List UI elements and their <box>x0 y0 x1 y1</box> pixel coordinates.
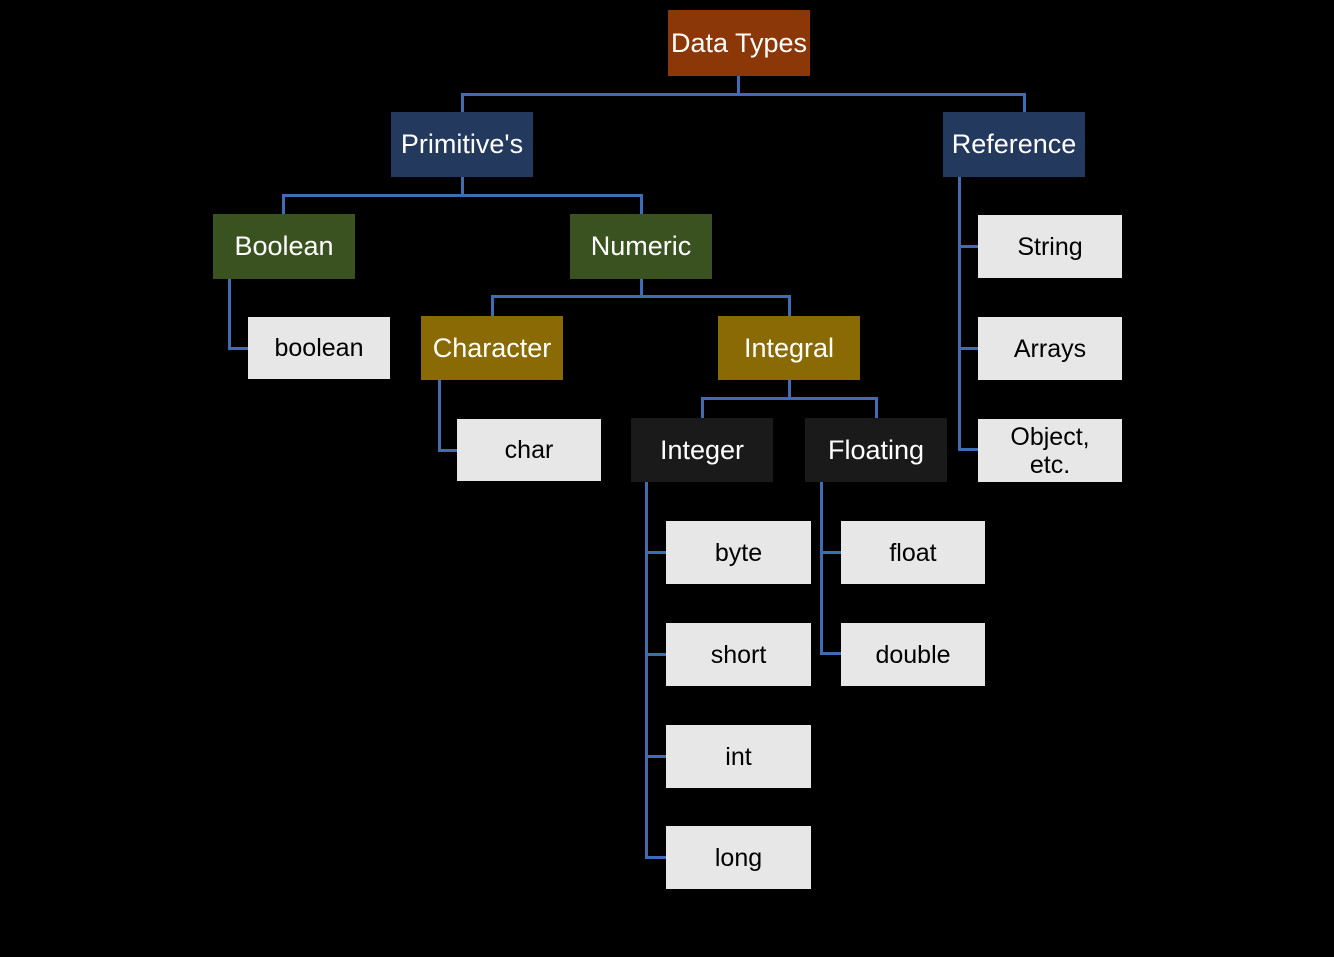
connector-reference-to-arrays <box>958 347 981 350</box>
node-character[interactable]: Character <box>421 316 563 380</box>
node-double-leaf[interactable]: double <box>841 623 985 686</box>
connector-integer-to-short <box>645 653 669 656</box>
connector-character-to-char-leaf <box>438 449 460 452</box>
connector-boolean-to-boolean-leaf <box>228 347 251 350</box>
connector-floating-trunk <box>820 481 823 655</box>
connector-integral-stem <box>788 379 791 399</box>
connector-primitives-to-numeric <box>640 194 643 216</box>
connector-integer-to-byte <box>645 551 669 554</box>
connector-root-bus <box>461 93 1026 96</box>
connector-integer-to-int <box>645 755 669 758</box>
node-numeric[interactable]: Numeric <box>570 214 712 279</box>
node-data-types[interactable]: Data Types <box>668 10 810 76</box>
connector-integer-to-long <box>645 856 669 859</box>
node-arrays-leaf[interactable]: Arrays <box>978 317 1122 380</box>
connector-character-stem <box>438 379 441 452</box>
connector-primitives-bus <box>282 194 643 197</box>
connector-numeric-to-character <box>491 295 494 318</box>
connector-integral-bus <box>701 397 878 400</box>
connector-floating-to-double <box>820 652 844 655</box>
node-string-leaf[interactable]: String <box>978 215 1122 278</box>
connector-integral-to-floating <box>875 397 878 420</box>
connector-integer-trunk <box>645 481 648 859</box>
connector-integral-to-integer <box>701 397 704 420</box>
connector-reference-trunk <box>958 176 961 451</box>
node-char-leaf[interactable]: char <box>457 419 601 481</box>
connector-reference-to-object <box>958 448 981 451</box>
connector-root-stem <box>737 75 740 95</box>
node-short-leaf[interactable]: short <box>666 623 811 686</box>
node-int-leaf[interactable]: int <box>666 725 811 788</box>
node-floating[interactable]: Floating <box>805 418 947 482</box>
node-integer[interactable]: Integer <box>631 418 773 482</box>
connector-reference-to-string <box>958 245 981 248</box>
node-long-leaf[interactable]: long <box>666 826 811 889</box>
connector-primitives-stem <box>461 176 464 196</box>
connector-root-to-primitives <box>461 93 464 114</box>
node-primitives[interactable]: Primitive's <box>391 112 533 177</box>
connector-numeric-stem <box>640 278 643 297</box>
node-object-leaf[interactable]: Object, etc. <box>978 419 1122 482</box>
node-byte-leaf[interactable]: byte <box>666 521 811 584</box>
node-boolean-leaf[interactable]: boolean <box>248 317 390 379</box>
connector-numeric-bus <box>491 295 790 298</box>
node-boolean-category[interactable]: Boolean <box>213 214 355 279</box>
node-float-leaf[interactable]: float <box>841 521 985 584</box>
node-integral[interactable]: Integral <box>718 316 860 380</box>
connector-primitives-to-boolean <box>282 194 285 216</box>
connector-boolean-stem <box>228 278 231 350</box>
connector-floating-to-float <box>820 551 844 554</box>
connector-root-to-reference <box>1023 93 1026 114</box>
connector-numeric-to-integral <box>788 295 791 318</box>
node-reference[interactable]: Reference <box>943 112 1085 177</box>
